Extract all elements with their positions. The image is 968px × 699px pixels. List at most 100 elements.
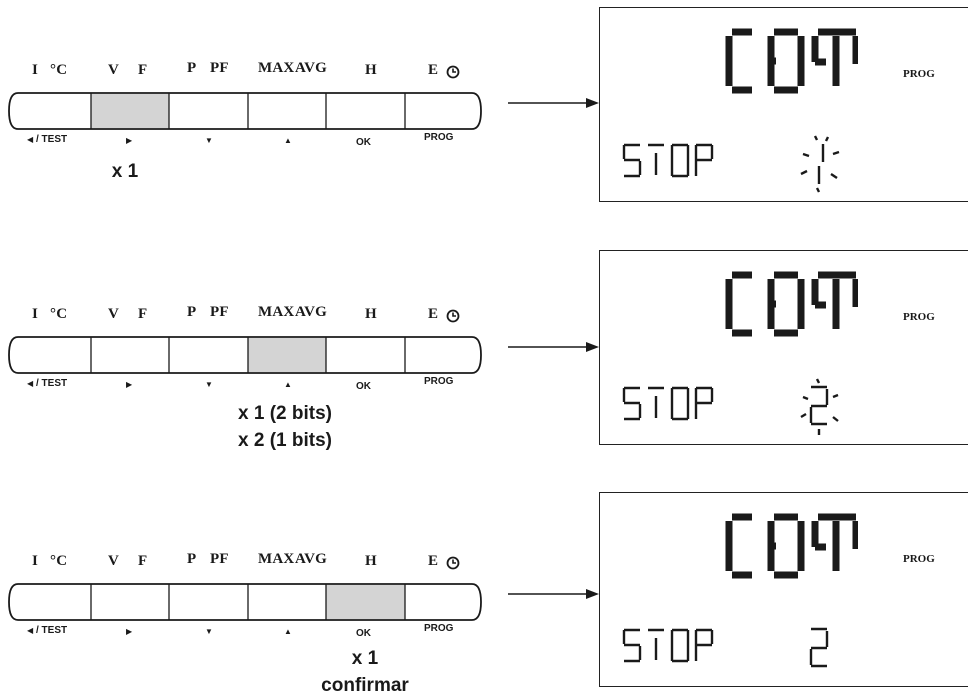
label-pf: PF xyxy=(210,304,229,320)
key-max-avg[interactable] xyxy=(248,337,326,373)
caption-line-1: x 1 xyxy=(111,161,139,182)
right-arrow-icon: ▶ xyxy=(126,380,133,389)
label-i: I xyxy=(32,62,39,78)
test-label: / TEST xyxy=(36,134,68,145)
up-arrow-icon: ▲ xyxy=(284,627,292,636)
clock-icon xyxy=(446,65,460,79)
press-caption: x 1 (2 bits) x 2 (1 bits) xyxy=(195,400,375,454)
prog-label: PROG xyxy=(424,376,454,387)
lcd-com-text xyxy=(725,271,858,337)
lcd-display: PROG xyxy=(599,7,968,202)
label-v: V xyxy=(108,553,120,569)
label-avg: AVG xyxy=(295,304,327,320)
lcd-prog-label: PROG xyxy=(903,553,935,565)
ok-label: OK xyxy=(356,381,371,392)
up-arrow-icon: ▲ xyxy=(284,136,292,145)
lcd-stop-text xyxy=(622,628,714,663)
label-e: E xyxy=(428,553,439,569)
lcd-stop-text xyxy=(622,143,714,178)
caption-line-2: x 2 (1 bits) xyxy=(238,430,332,451)
label-e: E xyxy=(428,306,439,322)
key-p-pf[interactable] xyxy=(169,584,248,620)
lcd-display: PROG xyxy=(599,492,968,687)
key-v-f[interactable] xyxy=(91,337,169,373)
left-arrow-icon: ◀ xyxy=(27,626,34,635)
label-p: P xyxy=(187,551,197,567)
key-p-pf[interactable] xyxy=(169,93,248,129)
label-max: MAX xyxy=(258,304,295,320)
key-p-pf[interactable] xyxy=(169,337,248,373)
arrow-icon xyxy=(508,589,599,599)
prog-label: PROG xyxy=(424,623,454,634)
label-i: I xyxy=(32,306,39,322)
lcd-value-2 xyxy=(809,627,829,668)
press-caption: x 1 xyxy=(80,158,170,185)
lcd-com-text xyxy=(725,28,858,94)
key-max-avg[interactable] xyxy=(248,584,326,620)
label-max: MAX xyxy=(258,60,295,76)
clock-icon xyxy=(446,556,460,570)
label-pf: PF xyxy=(210,60,229,76)
key-v-f[interactable] xyxy=(91,93,169,129)
label-f: F xyxy=(138,553,148,569)
ok-label: OK xyxy=(356,137,371,148)
caption-line-2: confirmar xyxy=(321,675,409,696)
keypad-bar xyxy=(8,336,482,374)
test-label: / TEST xyxy=(36,625,68,636)
arrow-icon xyxy=(508,98,599,108)
keypad-bar xyxy=(8,583,482,621)
up-arrow-icon: ▲ xyxy=(284,380,292,389)
label-p: P xyxy=(187,304,197,320)
prog-label: PROG xyxy=(424,132,454,143)
key-h[interactable] xyxy=(326,337,405,373)
label-f: F xyxy=(138,62,148,78)
label-h: H xyxy=(365,306,377,322)
label-i: I xyxy=(32,553,39,569)
key-max-avg[interactable] xyxy=(248,93,326,129)
keypad-bar xyxy=(8,92,482,130)
press-caption: x 1 confirmar xyxy=(300,645,430,699)
lcd-value-blinking-1 xyxy=(800,135,840,193)
key-v-f[interactable] xyxy=(91,584,169,620)
lcd-display: PROG xyxy=(599,250,968,445)
lcd-prog-label: PROG xyxy=(903,68,935,80)
arrow-icon xyxy=(508,342,599,352)
step-row-3: I °C V F P PF MAX AVG H E xyxy=(0,492,968,699)
label-celsius: °C xyxy=(50,306,68,322)
clock-icon xyxy=(446,309,460,323)
key-e[interactable] xyxy=(405,584,482,620)
label-celsius: °C xyxy=(50,553,68,569)
step-row-2: I °C V F P PF MAX AVG H E xyxy=(0,250,968,466)
down-arrow-icon: ▼ xyxy=(205,136,213,145)
lcd-prog-label: PROG xyxy=(903,311,935,323)
lcd-com-text xyxy=(725,513,858,579)
test-label: / TEST xyxy=(36,378,68,389)
label-h: H xyxy=(365,553,377,569)
label-max: MAX xyxy=(258,551,295,567)
left-arrow-icon: ◀ xyxy=(27,135,34,144)
label-v: V xyxy=(108,62,120,78)
label-h: H xyxy=(365,62,377,78)
caption-line-1: x 1 (2 bits) xyxy=(238,403,332,424)
label-avg: AVG xyxy=(295,60,327,76)
down-arrow-icon: ▼ xyxy=(205,380,213,389)
left-arrow-icon: ◀ xyxy=(27,379,34,388)
key-i-celsius[interactable] xyxy=(8,93,91,129)
ok-label: OK xyxy=(356,628,371,639)
key-e[interactable] xyxy=(405,93,482,129)
label-v: V xyxy=(108,306,120,322)
label-avg: AVG xyxy=(295,551,327,567)
down-arrow-icon: ▼ xyxy=(205,627,213,636)
key-h[interactable] xyxy=(326,93,405,129)
right-arrow-icon: ▶ xyxy=(126,627,133,636)
label-celsius: °C xyxy=(50,62,68,78)
lcd-stop-text xyxy=(622,386,714,421)
label-p: P xyxy=(187,60,197,76)
lcd-value-blinking-2 xyxy=(800,378,839,435)
key-i-celsius[interactable] xyxy=(8,584,91,620)
key-i-celsius[interactable] xyxy=(8,337,91,373)
key-e[interactable] xyxy=(405,337,482,373)
step-row-1: I °C V F P PF MAX AVG H E xyxy=(0,7,968,212)
key-h[interactable] xyxy=(326,584,405,620)
label-f: F xyxy=(138,306,148,322)
